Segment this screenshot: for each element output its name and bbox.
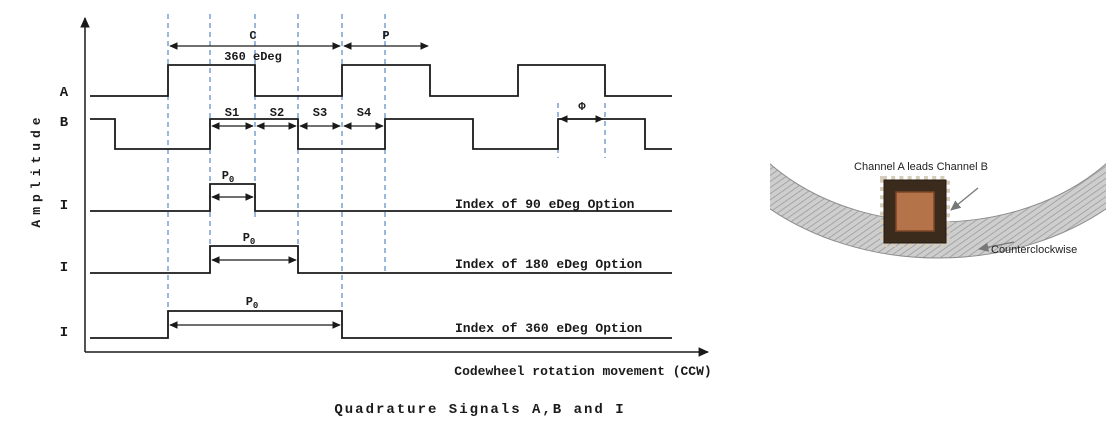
index-180-waveform <box>90 245 672 274</box>
figure-title: Quadrature Signals A,B and I <box>334 402 625 418</box>
codewheel-outer-edge <box>770 208 1106 259</box>
index-90-option-label: Index of 90 eDeg Option <box>455 197 635 212</box>
index-option-labels: Index of 90 eDeg Option Index of 180 eDe… <box>455 197 642 336</box>
cycle-label: 360 eDeg <box>224 50 282 64</box>
counterclockwise-arrow <box>977 241 1015 252</box>
signal-labels: A B I I I <box>60 85 69 341</box>
index-180-option-label: Index of 180 eDeg Option <box>455 257 642 272</box>
channel-lead-label: Channel A leads Channel B <box>854 161 988 173</box>
chip-die <box>895 191 935 232</box>
encoder-chip <box>880 176 950 247</box>
signal-a-label: A <box>60 85 69 101</box>
signal-b-waveform <box>90 118 672 150</box>
index-90-waveform <box>90 183 672 212</box>
rotation-direction-label: Counterclockwise <box>991 244 1077 256</box>
index-90-label: I <box>60 198 68 214</box>
encoder-illustration: Channel A leads Channel B Counterclockwi… <box>770 161 1106 259</box>
signal-a-waveform <box>90 64 672 97</box>
s3-label: S3 <box>313 106 327 120</box>
phi-label: Φ <box>578 100 586 114</box>
index-180-label: I <box>60 260 68 276</box>
dimension-annotations: C P 360 eDeg S1 S2 S3 S4 Φ P0 P0 P0 <box>169 29 604 329</box>
axes: Amplitude Codewheel rotation movement (C… <box>29 16 712 379</box>
c-label: C <box>249 29 256 43</box>
index-360-waveform <box>90 310 672 339</box>
s4-label: S4 <box>357 106 371 120</box>
timing-diagram: Amplitude Codewheel rotation movement (C… <box>29 14 712 418</box>
s2-label: S2 <box>270 106 284 120</box>
p-label: P <box>382 29 389 43</box>
p0-90-label: P0 <box>222 169 235 185</box>
channel-pointer-arrow <box>950 187 979 211</box>
y-axis-label: Amplitude <box>29 112 44 227</box>
p0-180-label: P0 <box>243 231 256 247</box>
signal-b-label: B <box>60 115 69 131</box>
p0-360-label: P0 <box>246 295 259 311</box>
index-360-option-label: Index of 360 eDeg Option <box>455 321 642 336</box>
s1-label: S1 <box>225 106 239 120</box>
index-360-label: I <box>60 325 68 341</box>
x-axis-label: Codewheel rotation movement (CCW) <box>454 364 711 379</box>
